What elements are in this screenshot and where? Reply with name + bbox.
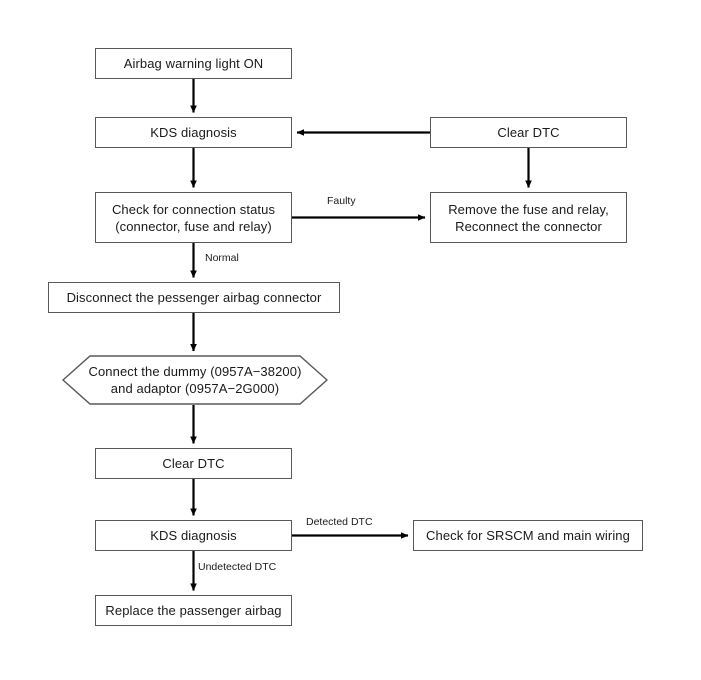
node-check-connection-status[interactable]: Check for connection status (connector, … <box>95 192 292 243</box>
node-label: Connect the dummy (0957A−38200) and adap… <box>88 364 302 396</box>
node-label: KDS diagnosis <box>150 528 237 543</box>
node-kds-diagnosis-top[interactable]: KDS diagnosis <box>95 117 292 148</box>
node-label: Check for connection status (connector, … <box>111 201 276 234</box>
node-kds-diagnosis-bottom[interactable]: KDS diagnosis <box>95 520 292 551</box>
node-label: Check for SRSCM and main wiring <box>426 528 630 543</box>
node-label: Clear DTC <box>497 125 560 140</box>
node-remove-fuse-and-relay[interactable]: Remove the fuse and relay, Reconnect the… <box>430 192 627 243</box>
node-label: Replace the passenger airbag <box>105 603 282 618</box>
node-clear-dtc-bottom[interactable]: Clear DTC <box>95 448 292 479</box>
node-label: Airbag warning light ON <box>123 56 264 71</box>
node-airbag-warning-light-on[interactable]: Airbag warning light ON <box>95 48 292 79</box>
edge-label-faulty: Faulty <box>327 195 356 207</box>
node-replace-passenger-airbag[interactable]: Replace the passenger airbag <box>95 595 292 626</box>
edge-label-normal: Normal <box>205 252 239 264</box>
edge-label-undetected-dtc: Undetected DTC <box>198 561 277 573</box>
node-label: Disconnect the pessenger airbag connecto… <box>66 290 322 305</box>
node-disconnect-passenger-airbag-connector[interactable]: Disconnect the pessenger airbag connecto… <box>48 282 340 313</box>
node-clear-dtc-top-right[interactable]: Clear DTC <box>430 117 627 148</box>
node-label: KDS diagnosis <box>150 125 237 140</box>
node-label: Remove the fuse and relay, Reconnect the… <box>448 201 609 234</box>
node-label: Clear DTC <box>162 456 225 471</box>
node-check-srscm-and-main-wiring[interactable]: Check for SRSCM and main wiring <box>413 520 643 551</box>
node-connect-dummy-and-adaptor[interactable]: Connect the dummy (0957A−38200) and adap… <box>62 355 328 405</box>
edge-label-detected-dtc: Detected DTC <box>306 516 373 528</box>
